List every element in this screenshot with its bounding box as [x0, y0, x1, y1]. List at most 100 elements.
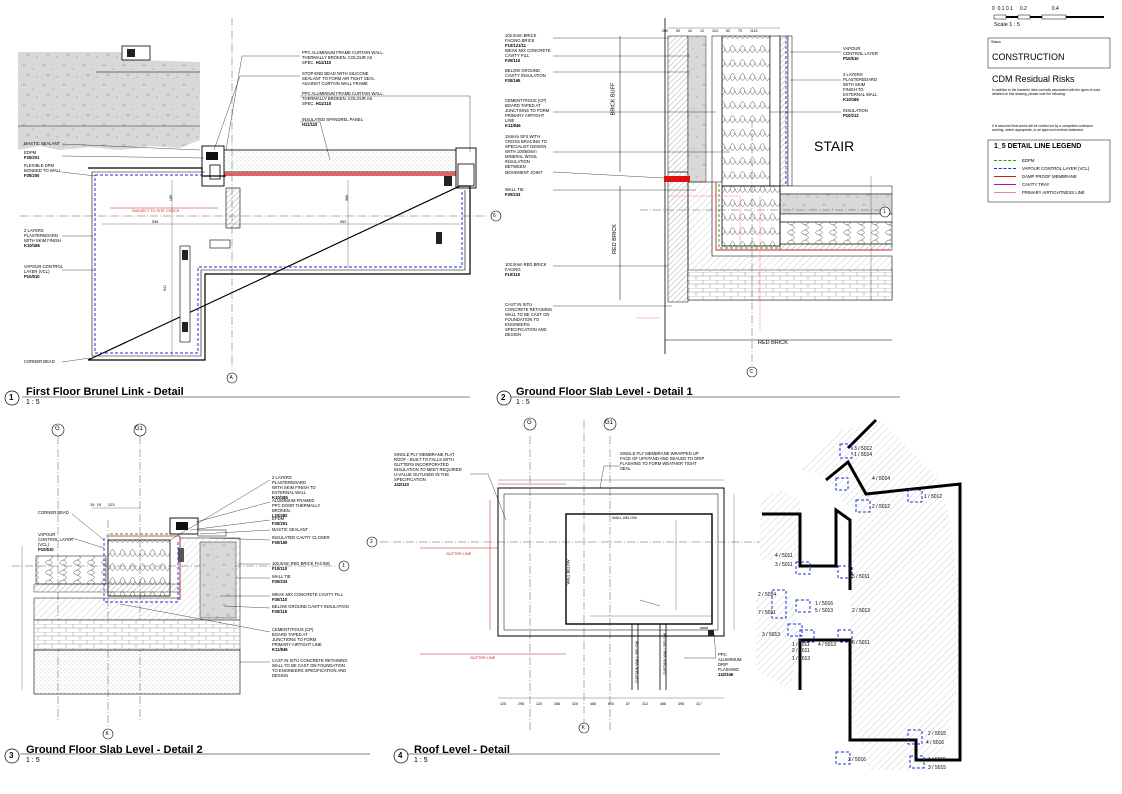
key-plan-tag[interactable]: 4 / 5016: [926, 740, 945, 746]
wall-below-outline: [565, 513, 713, 625]
detail-3-scale: 1 : 5: [26, 757, 40, 764]
grid-label: K: [581, 725, 585, 731]
key-plan-tag[interactable]: 3 / 5013: [762, 632, 781, 638]
room-label-stair: STAIR: [814, 138, 855, 154]
dimension-value: 117: [696, 702, 702, 706]
legend-item: CAVITY TRAY: [994, 180, 1106, 188]
key-plan-tag[interactable]: 5 / 5011: [852, 574, 870, 580]
dimension-value: 420: [572, 702, 578, 706]
key-plan-tag[interactable]: 6 / 5011: [852, 640, 870, 646]
key-plan-tag[interactable]: 1 / 5016: [815, 601, 834, 607]
dimension-value: 125: [500, 702, 506, 706]
legend-line-swatch: [994, 175, 1016, 177]
key-plan-tag[interactable]: 2 / 5011: [792, 648, 810, 654]
dimension-value: 124: [712, 29, 718, 33]
key-plan-tag[interactable]: 1 / 5014: [854, 452, 873, 458]
dimension-value: 120: [536, 702, 542, 706]
d1-note: STOP END BEAD WITH SILICONE SEALANT TO F…: [302, 71, 375, 86]
grid-label: G: [527, 420, 532, 426]
detail-1-scale: 1 : 5: [26, 399, 40, 406]
d4-wall-below: WALL BELOW: [612, 516, 637, 520]
key-plan-tag[interactable]: 1 / 5013: [792, 656, 811, 662]
d4-curtain-wall: CURTAIN WALL BELOW: [635, 640, 640, 684]
key-plan-tag[interactable]: 2 / 5012: [872, 504, 891, 510]
title-rules: [20, 396, 900, 755]
legend-item: PRIMARY AIRTIGHTNESS LINE: [994, 188, 1106, 196]
legend-line-swatch: [994, 183, 1016, 185]
dimension-value: 200: [662, 29, 668, 33]
cdm-title: CDM Residual Risks: [992, 74, 1075, 84]
d4-wall-below-v: WALL BELOW: [566, 559, 571, 585]
detail-1-drawing: [18, 18, 488, 370]
steel-beam: [225, 187, 241, 229]
dimension-value: 50: [676, 29, 680, 33]
key-plan-hatch: [800, 420, 960, 770]
legend-label: EDPM: [1022, 157, 1035, 163]
key-plan-tag[interactable]: 3 / 5012: [854, 446, 873, 452]
red-brick-label-h: RED BRICK: [758, 340, 788, 346]
dimension-value: 12: [700, 29, 704, 33]
key-plan-tag[interactable]: 5 / 5013: [815, 608, 834, 614]
d3-note: CORNER BEAD: [38, 510, 69, 515]
key-plan-tag[interactable]: 2 / 5015: [928, 731, 947, 737]
key-plan-tag[interactable]: 2 / 5014: [758, 592, 777, 598]
d3-note: 2 LAYERS PLASTERBOARD WITH SKIM FINISH T…: [272, 475, 316, 500]
d3-dim-row: 15 15 123: [90, 502, 115, 507]
key-plan-tag[interactable]: 4 / 5014: [872, 476, 891, 482]
detail-3-number: 3: [9, 751, 14, 760]
key-plan-tag[interactable]: 2 / 5013: [852, 608, 871, 614]
dimension-value: 485: [590, 702, 596, 706]
d1-dim: 165: [169, 194, 174, 202]
grid-label: C: [749, 369, 754, 375]
legend-label: PRIMARY AIRTIGHTNESS LINE: [1022, 189, 1085, 195]
d1-note: PPC ALUMINIUM FRAME CURTAIN WALL. THERMA…: [302, 91, 384, 106]
d2-note: MOVEMENT JOINT: [505, 170, 543, 175]
key-plan: [756, 418, 962, 770]
key-plan-tag[interactable]: 4 / 5011: [775, 553, 793, 559]
dimension-value: 1115: [750, 29, 758, 33]
legend-label: VAPOUR CONTROL LAYER (VCL): [1022, 165, 1090, 171]
key-plan-tag[interactable]: 1 / 5011: [792, 642, 810, 648]
key-plan-tag[interactable]: 3 / 5011: [775, 562, 793, 568]
detail-4-drawing: [380, 420, 760, 730]
d4-gutter-line: GUTTER LINE: [470, 656, 496, 660]
d3-note: ALUMINIUM FRAMED PPC DOOR THERMALLY BROK…: [272, 498, 321, 518]
legend-label: DAMP PROOF MEMBRANE: [1022, 173, 1077, 179]
d1-dim: 360: [345, 194, 350, 202]
legend-line-swatch: [994, 191, 1016, 193]
d1-dim: 536: [152, 220, 159, 224]
grid-bubbles: [51, 206, 891, 740]
key-plan-tag[interactable]: 1 / 5015: [928, 757, 947, 763]
detail-3-drawing: [12, 436, 336, 728]
dimension-value: 298: [518, 702, 524, 706]
key-plan-tag[interactable]: 2 / 5016: [848, 757, 867, 763]
key-plan-tag[interactable]: 1 / 5012: [924, 494, 943, 500]
status-label: Status: [991, 40, 1001, 44]
d3-note: CEMENTITIOUS (CP) BOARD TAPED AT JUNCTIO…: [272, 627, 322, 652]
grid-label: 1: [883, 209, 886, 215]
key-plan-tag[interactable]: 4 / 5013: [818, 642, 837, 648]
d1-red-note: SUBJECT TO SITE CHECK: [132, 209, 180, 213]
dimension-value: 312: [642, 702, 648, 706]
dimension-value: 52: [726, 29, 730, 33]
red-brick-label-v: RED BRICK: [611, 224, 618, 254]
key-plan-tag[interactable]: 7 / 5011: [758, 610, 776, 616]
d3-note: VAPOUR CONTROL LAYER (VCL)P10/510: [38, 532, 73, 552]
d2-note: 2 LAYERS PLASTERBOARD WITH SKIM FINISH T…: [843, 72, 878, 102]
key-plan-tag[interactable]: 3 / 5015: [928, 765, 947, 771]
d2-note: CEMENTITIOUS (CP) BOARD TAPED AT JUNCTIO…: [505, 98, 550, 128]
d1-note: CORNER BEAD: [24, 359, 55, 364]
